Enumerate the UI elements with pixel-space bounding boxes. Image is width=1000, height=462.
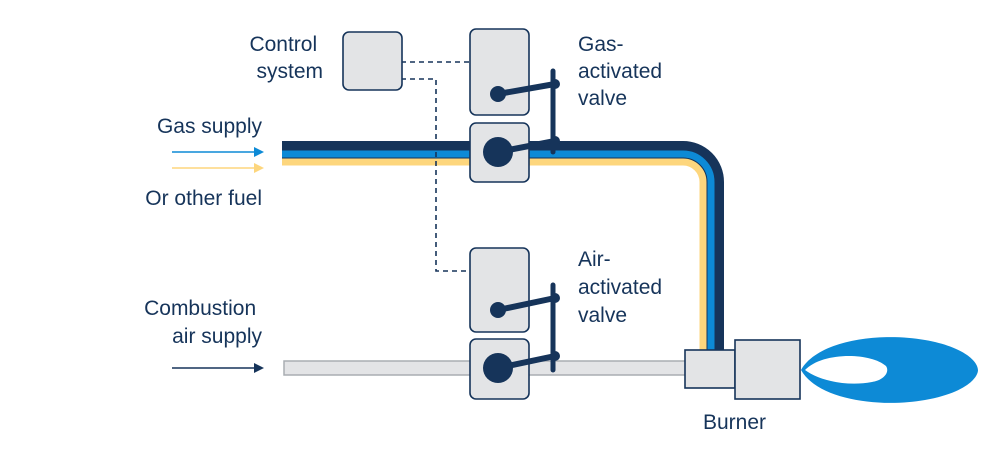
gas-supply-arrow [172,147,264,157]
other-fuel-label: Or other fuel [145,187,262,210]
control-system-label-line-1: Control [249,33,317,56]
gas-pipe-blue [282,150,715,352]
gas-valve-label-line-2: activated [578,60,662,83]
air-valve-label-line-1: Air- [578,248,611,271]
gas-valve-actuator [469,28,530,116]
air-actuator-pivot [490,302,506,318]
burner-label: Burner [703,411,766,434]
combustion-air-arrow [172,363,264,373]
gas-pipe-yellow [282,158,707,352]
combustion-air-label: Combustion air supply [144,297,262,348]
flame-icon [801,337,978,403]
burner-head [734,339,801,400]
combustion-air-label-line-2: air supply [172,325,262,348]
air-valve-label-line-3: valve [578,304,627,327]
gas-supply-label: Gas supply [157,115,263,138]
gas-valve-label: Gas- activated valve [578,33,668,110]
air-valve-label-line-2: activated [578,276,662,299]
gas-valve-disc [483,137,513,167]
air-valve-joint [550,351,560,361]
other-fuel-arrow [172,163,264,173]
gas-valve-label-line-3: valve [578,87,627,110]
combustion-air-label-line-1: Combustion [144,297,256,320]
gas-actuator-pivot [490,86,506,102]
air-valve-actuator [469,247,530,333]
air-valve-disc [483,353,513,383]
gas-valve-label-line-1: Gas- [578,33,624,56]
control-system-label-line-2: system [256,60,323,83]
air-actuator-joint [550,293,560,303]
control-system-label: Control system [249,33,323,83]
control-line-air [401,78,470,272]
gas-actuator-joint [550,79,560,89]
control-system-box [342,31,403,91]
burner-inlet-block [684,349,736,389]
gas-valve-joint [550,136,560,146]
air-valve-label: Air- activated valve [578,248,668,327]
